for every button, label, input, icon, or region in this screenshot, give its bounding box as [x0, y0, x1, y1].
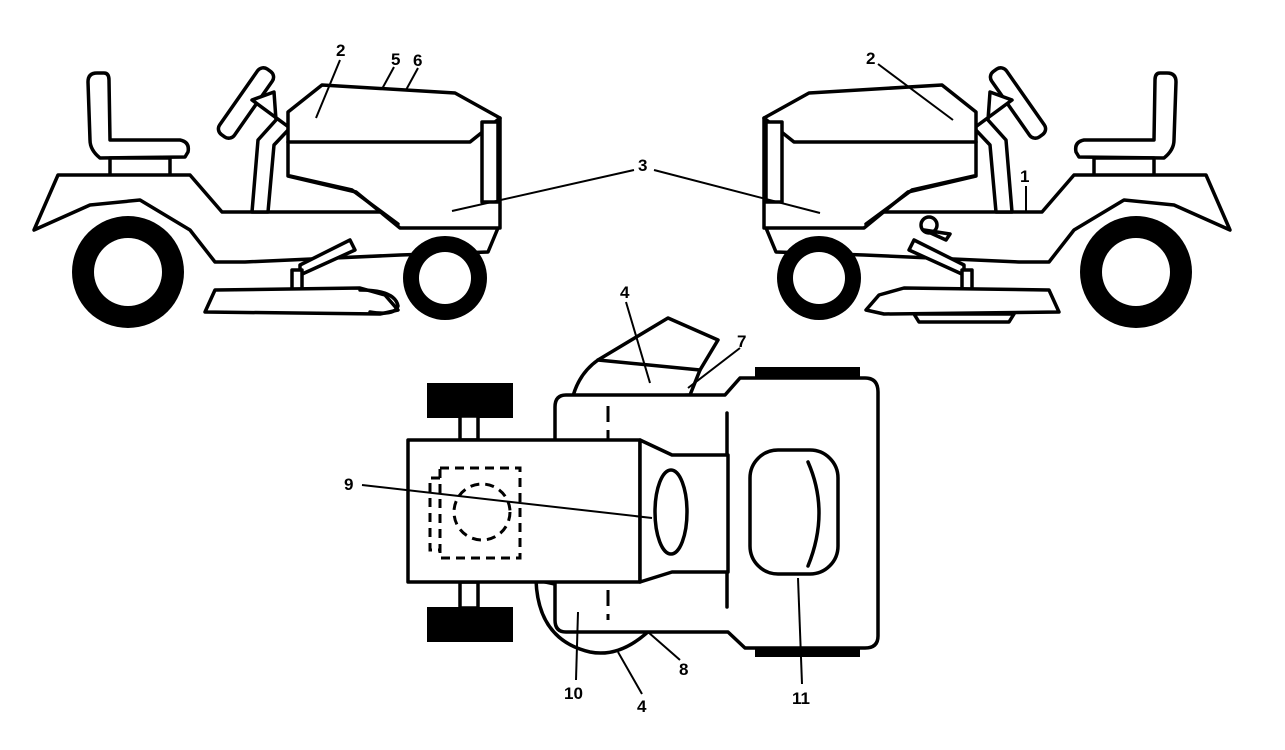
tractor-right-rear-wheel — [1080, 216, 1192, 328]
top-front-tire-upper — [427, 383, 513, 418]
tractor-left-steering — [216, 66, 292, 214]
callout-11: 11 — [792, 689, 810, 708]
tractor-right-seat — [1073, 71, 1178, 178]
callout-1: 1 — [1020, 167, 1029, 186]
callout-9: 9 — [344, 475, 353, 494]
callout-6: 6 — [413, 51, 422, 70]
tractor-right-front-wheel — [777, 236, 861, 320]
top-front-tire-lower — [427, 607, 513, 642]
tractor-left-seat — [86, 71, 191, 178]
tractor-left-side-view — [32, 66, 502, 328]
callout-5: 5 — [391, 50, 400, 69]
tractor-right-hood — [762, 83, 978, 230]
leader-10 — [575, 611, 579, 681]
leader-4-bottom — [617, 651, 643, 695]
leader-4-top — [625, 301, 651, 384]
leader-7 — [687, 347, 741, 389]
tractor-right-side-view — [762, 66, 1232, 328]
tractor-left-mower-deck — [203, 238, 400, 316]
tractor-right-lift-lever — [919, 215, 952, 242]
callout-3: 3 — [638, 156, 647, 175]
leader-3-right — [653, 169, 821, 214]
top-engine-outline — [438, 466, 522, 560]
tractor-left-hood — [286, 83, 502, 230]
leader-2-right — [877, 63, 954, 121]
tractor-left-front-wheel — [403, 236, 487, 320]
callout-2-left: 2 — [336, 41, 345, 60]
leader-3-left — [451, 169, 635, 212]
top-dash-panel — [653, 468, 689, 556]
leader-9 — [361, 484, 653, 519]
top-engine-flywheel — [452, 482, 512, 542]
callout-8: 8 — [679, 660, 688, 679]
leader-2-left — [315, 59, 341, 119]
callout-7: 7 — [737, 332, 746, 351]
leader-8 — [647, 631, 681, 661]
leader-lines — [315, 59, 1027, 695]
tractor-right-mower-deck — [864, 238, 1061, 324]
callout-10: 10 — [564, 684, 583, 703]
callout-4-top: 4 — [620, 283, 630, 302]
callout-2-right: 2 — [866, 49, 875, 68]
tractor-top-view — [406, 316, 880, 657]
tractor-left-rear-wheel — [72, 216, 184, 328]
leader-5 — [381, 66, 395, 90]
top-hood — [406, 438, 642, 584]
leader-11 — [797, 577, 803, 685]
callout-labels: 2 5 6 3 2 1 4 7 9 10 4 8 11 — [336, 41, 1029, 716]
tractor-right-steering — [972, 66, 1048, 214]
callout-4-bottom: 4 — [637, 697, 647, 716]
top-seat — [748, 448, 840, 576]
leader-6 — [405, 67, 419, 91]
top-discharge-chute — [570, 316, 720, 402]
